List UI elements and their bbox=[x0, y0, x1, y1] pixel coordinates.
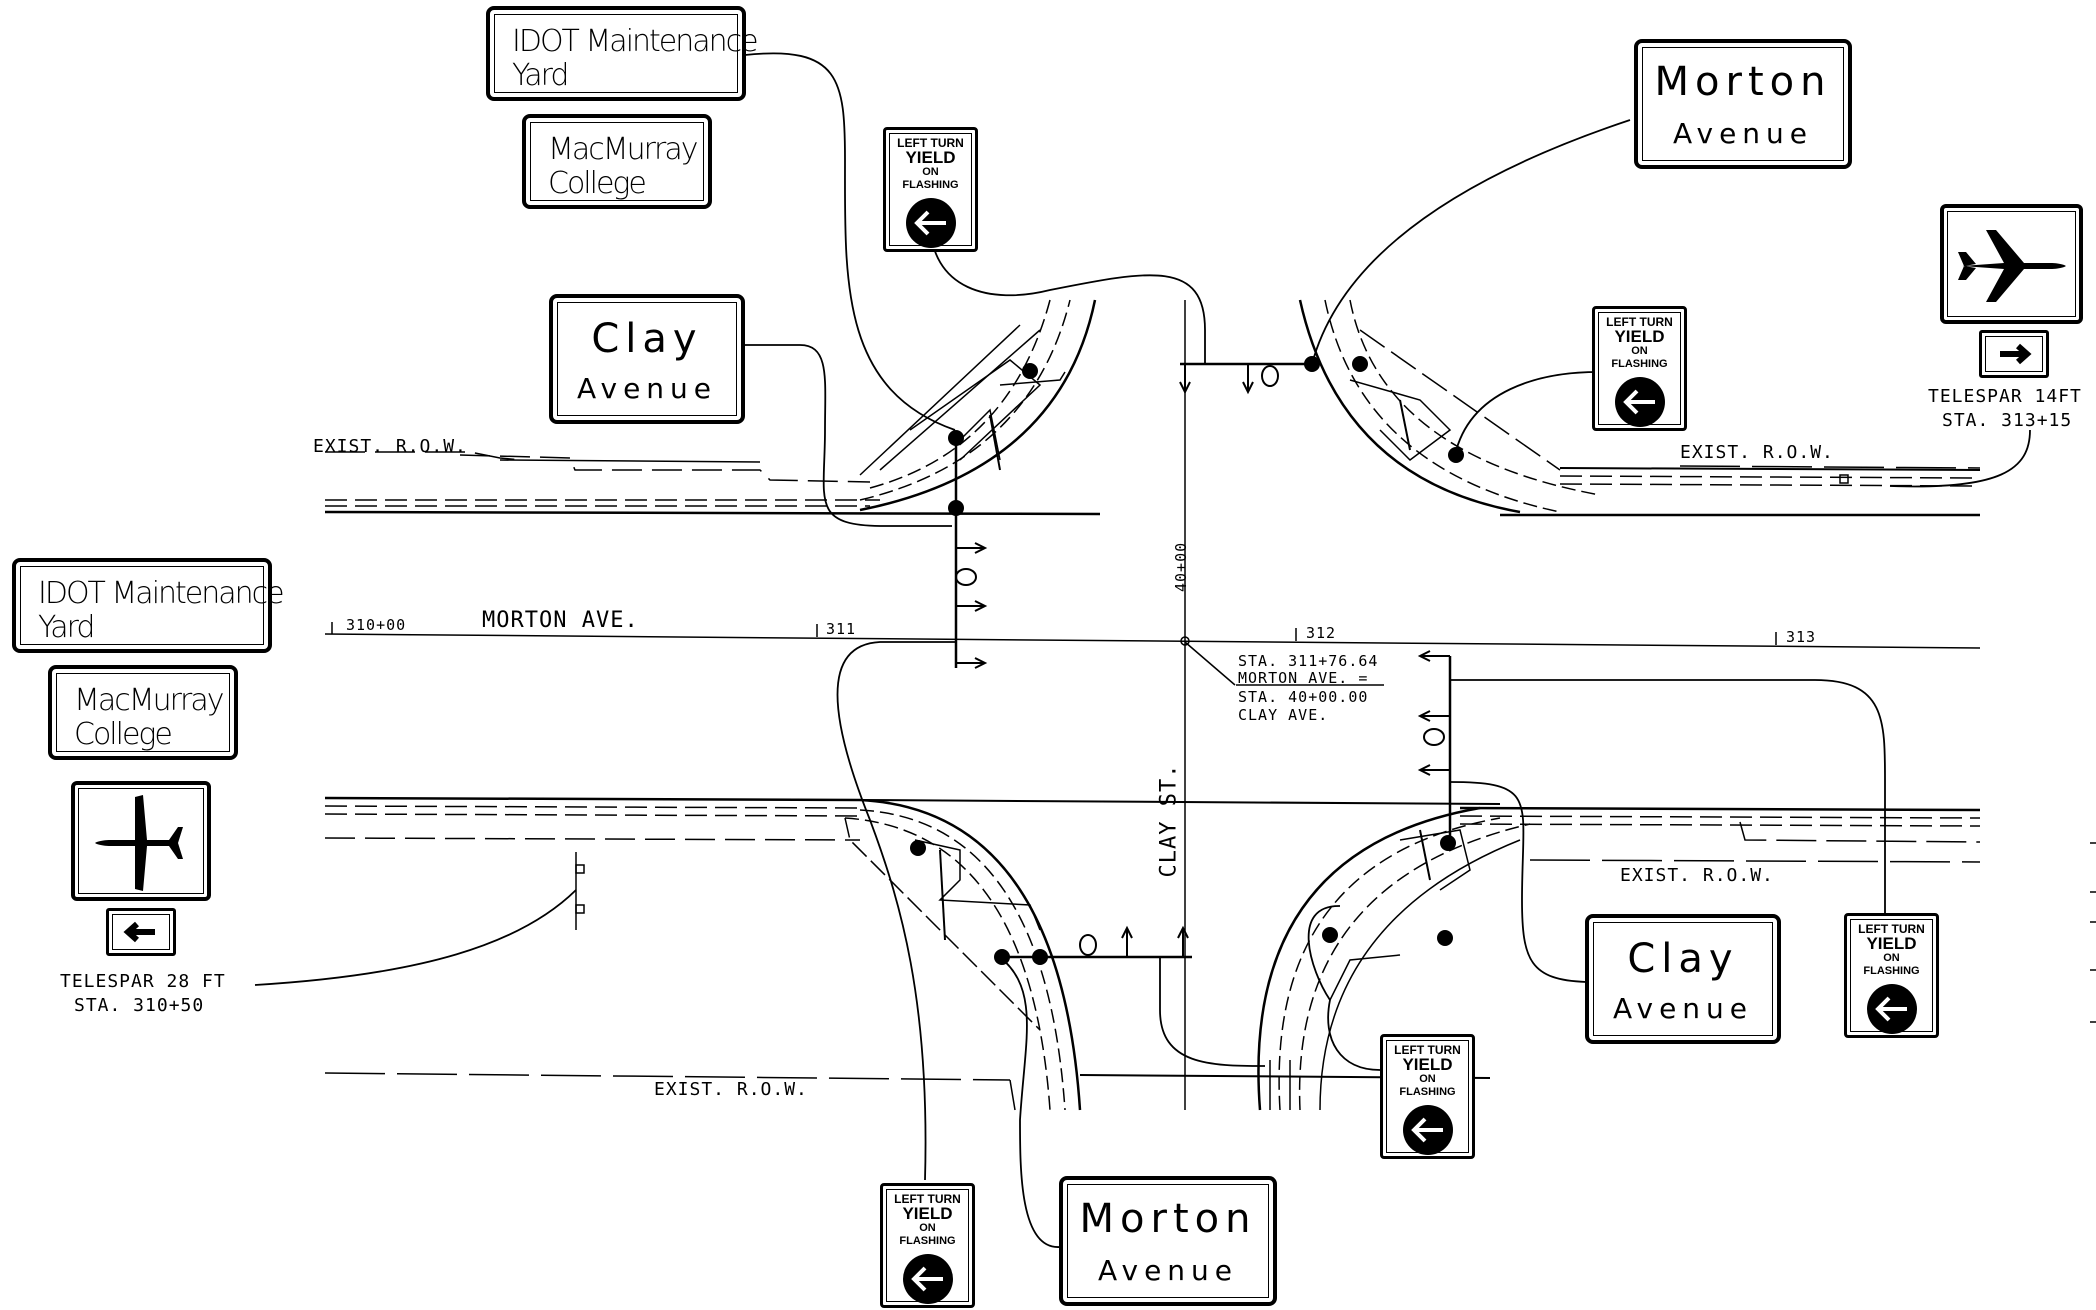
sign-line: FLASHING bbox=[899, 1235, 956, 1247]
sign-line: LEFT TURN bbox=[1858, 922, 1925, 936]
sign-line: Morton bbox=[1654, 59, 1832, 105]
left-turn-yield-sign: LEFT TURN YIELD ON FLASHING bbox=[1844, 913, 1939, 1038]
sign-line: ON bbox=[1631, 345, 1648, 357]
arrow-right-sign bbox=[1979, 330, 2049, 378]
left-turn-yield-sign: LEFT TURN YIELD ON FLASHING bbox=[1380, 1034, 1475, 1159]
south-curb-lines bbox=[324, 796, 1981, 1111]
sign-line: LEFT TURN bbox=[897, 136, 964, 150]
sign-macmurray-left: MacMurray College bbox=[48, 665, 238, 760]
sign-line: College bbox=[74, 717, 173, 752]
arrow-left-icon bbox=[1614, 377, 1665, 427]
sign-line: IDOT Maintenance bbox=[38, 576, 285, 611]
station-label: 40+00 bbox=[1172, 541, 1190, 592]
exist-row-label: EXIST. R.O.W. bbox=[1620, 865, 1774, 886]
sign-morton-bottom: Morton Avenue bbox=[1059, 1176, 1277, 1306]
nw-corner bbox=[859, 299, 1097, 512]
sign-macmurray-top: MacMurray College bbox=[522, 114, 712, 209]
ne-corner bbox=[1298, 299, 1601, 514]
sta-note-line: STA. 311+76.64 bbox=[1238, 652, 1379, 670]
exist-row-label: EXIST. R.O.W. bbox=[654, 1079, 808, 1100]
sign-line: YIELD bbox=[905, 148, 956, 167]
sign-line: YIELD bbox=[1614, 327, 1665, 346]
sign-line: FLASHING bbox=[902, 179, 959, 191]
arrow-left-sign bbox=[106, 908, 176, 956]
station-label: 310+00 bbox=[346, 616, 407, 634]
exist-row-label: EXIST. R.O.W. bbox=[1680, 442, 1834, 463]
signal-heads bbox=[955, 364, 1450, 957]
sign-clay-bottom: Clay Avenue bbox=[1585, 914, 1781, 1044]
exist-row-label: EXIST. R.O.W. bbox=[313, 436, 467, 457]
signal-poles bbox=[910, 356, 1464, 965]
sign-line: Clay bbox=[1627, 936, 1739, 982]
station-label: 311 bbox=[826, 620, 857, 638]
sign-line: Avenue bbox=[576, 372, 718, 405]
sign-line: College bbox=[548, 166, 647, 201]
arrow-right-icon bbox=[2000, 343, 2032, 365]
sign-line: Avenue bbox=[1672, 117, 1814, 150]
clay-st-label: CLAY ST. bbox=[1156, 763, 1182, 878]
leader-lines bbox=[254, 52, 2031, 1248]
sign-line: Yard bbox=[38, 610, 95, 645]
sign-line: Clay bbox=[591, 316, 703, 362]
sign-line: FLASHING bbox=[1399, 1086, 1456, 1098]
morton-centerline bbox=[324, 633, 1981, 649]
telespar-right-station: STA. 313+15 bbox=[1942, 410, 2073, 431]
sta-note-line: CLAY AVE. bbox=[1238, 706, 1329, 724]
airplane-icon bbox=[95, 795, 183, 891]
telespar-left-station: STA. 310+50 bbox=[74, 995, 205, 1016]
sign-line: YIELD bbox=[1866, 934, 1917, 953]
airport-sign-left bbox=[71, 781, 211, 901]
sign-idot-yard-top: IDOT Maintenance Yard bbox=[486, 6, 759, 101]
sign-line: FLASHING bbox=[1863, 965, 1920, 977]
telespar-left-label: TELESPAR 28 FT bbox=[60, 971, 226, 992]
airplane-icon bbox=[1958, 230, 2066, 302]
sign-line: ON bbox=[922, 166, 939, 178]
sign-line: MacMurray bbox=[74, 683, 224, 718]
sign-line: LEFT TURN bbox=[1606, 315, 1673, 329]
arrow-left-icon bbox=[1402, 1105, 1453, 1155]
sign-morton-top: Morton Avenue bbox=[1634, 39, 1852, 169]
sign-line: Avenue bbox=[1612, 992, 1754, 1025]
north-curb-lines bbox=[324, 451, 1981, 517]
sign-line: ON bbox=[1419, 1073, 1436, 1085]
sign-line: Avenue bbox=[1097, 1254, 1239, 1287]
sign-line: MacMurray bbox=[548, 132, 698, 167]
station-label: 312 bbox=[1306, 624, 1337, 642]
station-ticks bbox=[331, 622, 1777, 686]
arrow-left-icon bbox=[1866, 984, 1917, 1034]
arrow-left-icon bbox=[905, 198, 956, 248]
sign-line: YIELD bbox=[902, 1204, 953, 1223]
airport-sign-right bbox=[1940, 204, 2083, 324]
left-turn-yield-sign: LEFT TURN YIELD ON FLASHING bbox=[1592, 306, 1687, 431]
sign-clay-top: Clay Avenue bbox=[549, 294, 745, 424]
arrow-left-icon bbox=[902, 1254, 953, 1304]
sign-line: FLASHING bbox=[1611, 358, 1668, 370]
sign-line: Morton bbox=[1079, 1196, 1257, 1242]
edge-ticks bbox=[2090, 842, 2096, 1023]
sign-line: YIELD bbox=[1402, 1055, 1453, 1074]
sign-line: ON bbox=[919, 1222, 936, 1234]
sign-idot-yard-left: IDOT Maintenance Yard bbox=[12, 558, 285, 653]
station-label: 313 bbox=[1786, 628, 1817, 646]
sta-note-line: STA. 40+00.00 bbox=[1238, 688, 1369, 706]
left-turn-yield-sign: LEFT TURN YIELD ON FLASHING bbox=[880, 1183, 975, 1308]
sta-note-line: MORTON AVE. = bbox=[1238, 669, 1369, 687]
sign-line: ON bbox=[1883, 952, 1900, 964]
arrow-left-icon bbox=[123, 921, 155, 943]
sign-line: Yard bbox=[512, 58, 569, 93]
sign-line: LEFT TURN bbox=[894, 1192, 961, 1206]
sign-line: IDOT Maintenance bbox=[512, 24, 759, 59]
se-corner bbox=[1257, 806, 1531, 1111]
telespar-right-label: TELESPAR 14FT bbox=[1928, 386, 2082, 407]
morton-ave-label: MORTON AVE. bbox=[482, 608, 639, 633]
sign-line: LEFT TURN bbox=[1394, 1043, 1461, 1057]
left-turn-yield-sign: LEFT TURN YIELD ON FLASHING bbox=[883, 127, 978, 252]
